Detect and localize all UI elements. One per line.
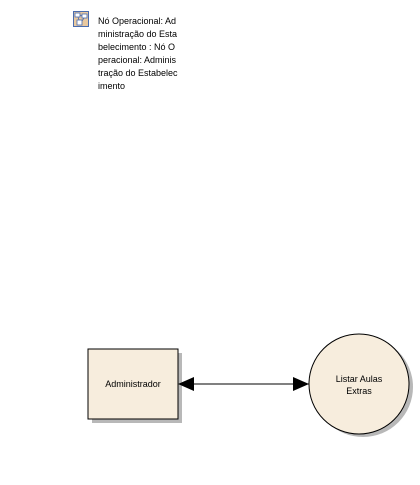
actor-label: Administrador (105, 379, 161, 389)
arrowhead-left (178, 377, 194, 391)
actor-box[interactable]: Administrador (87, 348, 182, 423)
operational-node-icon[interactable] (73, 11, 89, 27)
arrowhead-right (293, 377, 309, 391)
use-case-label-line1: Listar Aulas (336, 374, 383, 384)
operational-node-label[interactable]: Nó Operacional: Administração do Estabel… (98, 16, 178, 91)
association-connector[interactable] (178, 377, 309, 391)
use-case-label-line2: Extras (346, 386, 372, 396)
use-case-ellipse[interactable]: Listar Aulas Extras (308, 333, 413, 437)
